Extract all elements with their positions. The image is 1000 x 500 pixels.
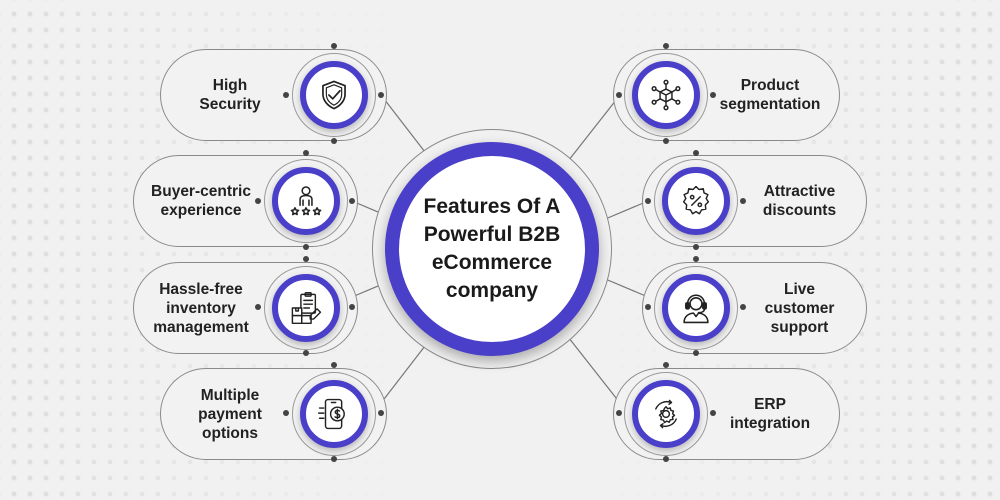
connector-dot — [663, 43, 669, 49]
person-stars-icon — [290, 186, 322, 216]
connector-dot — [693, 256, 699, 262]
badge-payment — [292, 372, 376, 456]
connector-dot — [303, 256, 309, 262]
badge-buyer-centric — [264, 159, 348, 243]
connector-dot — [331, 138, 337, 144]
center-ring: Features Of A Powerful B2B eCommerce com… — [385, 142, 599, 356]
feature-label: Live customer support — [764, 280, 835, 336]
connector-dot — [663, 362, 669, 368]
feature-label: High Security — [199, 77, 261, 113]
gear-cycle-icon — [655, 399, 677, 429]
connector-dot — [710, 92, 716, 98]
feature-label: Multiple payment options — [198, 386, 262, 442]
badge-inventory — [264, 266, 348, 350]
connector-dot — [378, 92, 384, 98]
connector-dot — [255, 304, 261, 310]
center-title: Features Of A Powerful B2B eCommerce com… — [423, 195, 561, 302]
connector-dot — [303, 150, 309, 156]
badge-high-security — [292, 53, 376, 137]
mobile-payment-icon — [317, 398, 345, 430]
feature-label: Attractive discounts — [762, 183, 837, 219]
connector-dot — [616, 92, 622, 98]
network-box-icon — [651, 79, 681, 111]
connector-dot — [663, 456, 669, 462]
connector-dot — [331, 362, 337, 368]
badge-discounts — [654, 159, 738, 243]
shield-check-icon — [322, 80, 346, 110]
badge-product-segmentation — [624, 53, 708, 137]
badge-customer-support — [654, 266, 738, 350]
badge-erp-integration — [624, 372, 708, 456]
feature-label: Buyer-centric experience — [151, 183, 251, 219]
connector-dot — [663, 138, 669, 144]
connector-dot — [255, 198, 261, 204]
connector-dot — [331, 43, 337, 49]
connector-dot — [303, 350, 309, 356]
connector-dot — [349, 304, 355, 310]
connector-dot — [645, 198, 651, 204]
connector-dot — [283, 410, 289, 416]
connector-dot — [283, 92, 289, 98]
feature-label: Hassle-free inventory management — [153, 280, 249, 336]
connector-dot — [378, 410, 384, 416]
connector-dot — [710, 410, 716, 416]
connector-dot — [616, 410, 622, 416]
connector-dot — [693, 244, 699, 250]
feature-label: ERP integration — [729, 396, 811, 432]
connector-dot — [303, 244, 309, 250]
connector-dot — [645, 304, 651, 310]
connector-dot — [693, 150, 699, 156]
center-hub: Features Of A Powerful B2B eCommerce com… — [372, 129, 612, 369]
connector-dot — [740, 304, 746, 310]
connector-dot — [740, 198, 746, 204]
connector-dot — [331, 456, 337, 462]
feature-label: Product segmentation — [719, 77, 821, 113]
headset-agent-icon — [683, 294, 709, 324]
connector-dot — [349, 198, 355, 204]
inventory-boxes-icon — [291, 291, 322, 325]
discount-badge-icon — [682, 185, 710, 215]
connector-dot — [693, 350, 699, 356]
